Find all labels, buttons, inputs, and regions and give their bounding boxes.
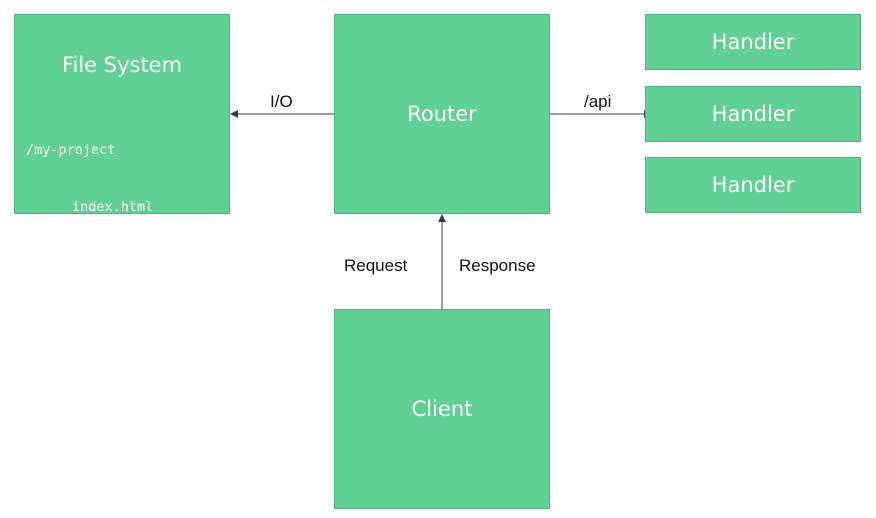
file-tree-item: index.html	[72, 199, 154, 215]
router-title: Router	[407, 102, 477, 126]
file-tree: /my-project index.html main.js style.css	[26, 103, 153, 369]
handler-node: Handler	[645, 157, 861, 213]
handler-title: Handler	[711, 173, 795, 197]
handler-node: Handler	[645, 14, 861, 70]
handler-title: Handler	[711, 30, 795, 54]
file-system-title: File System	[61, 53, 183, 77]
file-tree-item: style.css	[72, 313, 146, 329]
request-edge-label: Request	[344, 256, 408, 275]
handler-node: Handler	[645, 86, 861, 142]
file-system-node: File System /my-project index.html main.…	[14, 14, 230, 329]
file-tree-root: /my-project	[26, 142, 116, 158]
client-title: Client	[411, 397, 473, 421]
router-node: Router	[334, 14, 550, 214]
io-edge-label: I/O	[270, 92, 293, 111]
api-edge-label: /api	[584, 92, 612, 111]
file-tree-item: main.js	[72, 256, 129, 272]
response-edge-label: Response	[459, 256, 536, 275]
client-node: Client	[334, 309, 550, 509]
handler-title: Handler	[711, 102, 795, 126]
